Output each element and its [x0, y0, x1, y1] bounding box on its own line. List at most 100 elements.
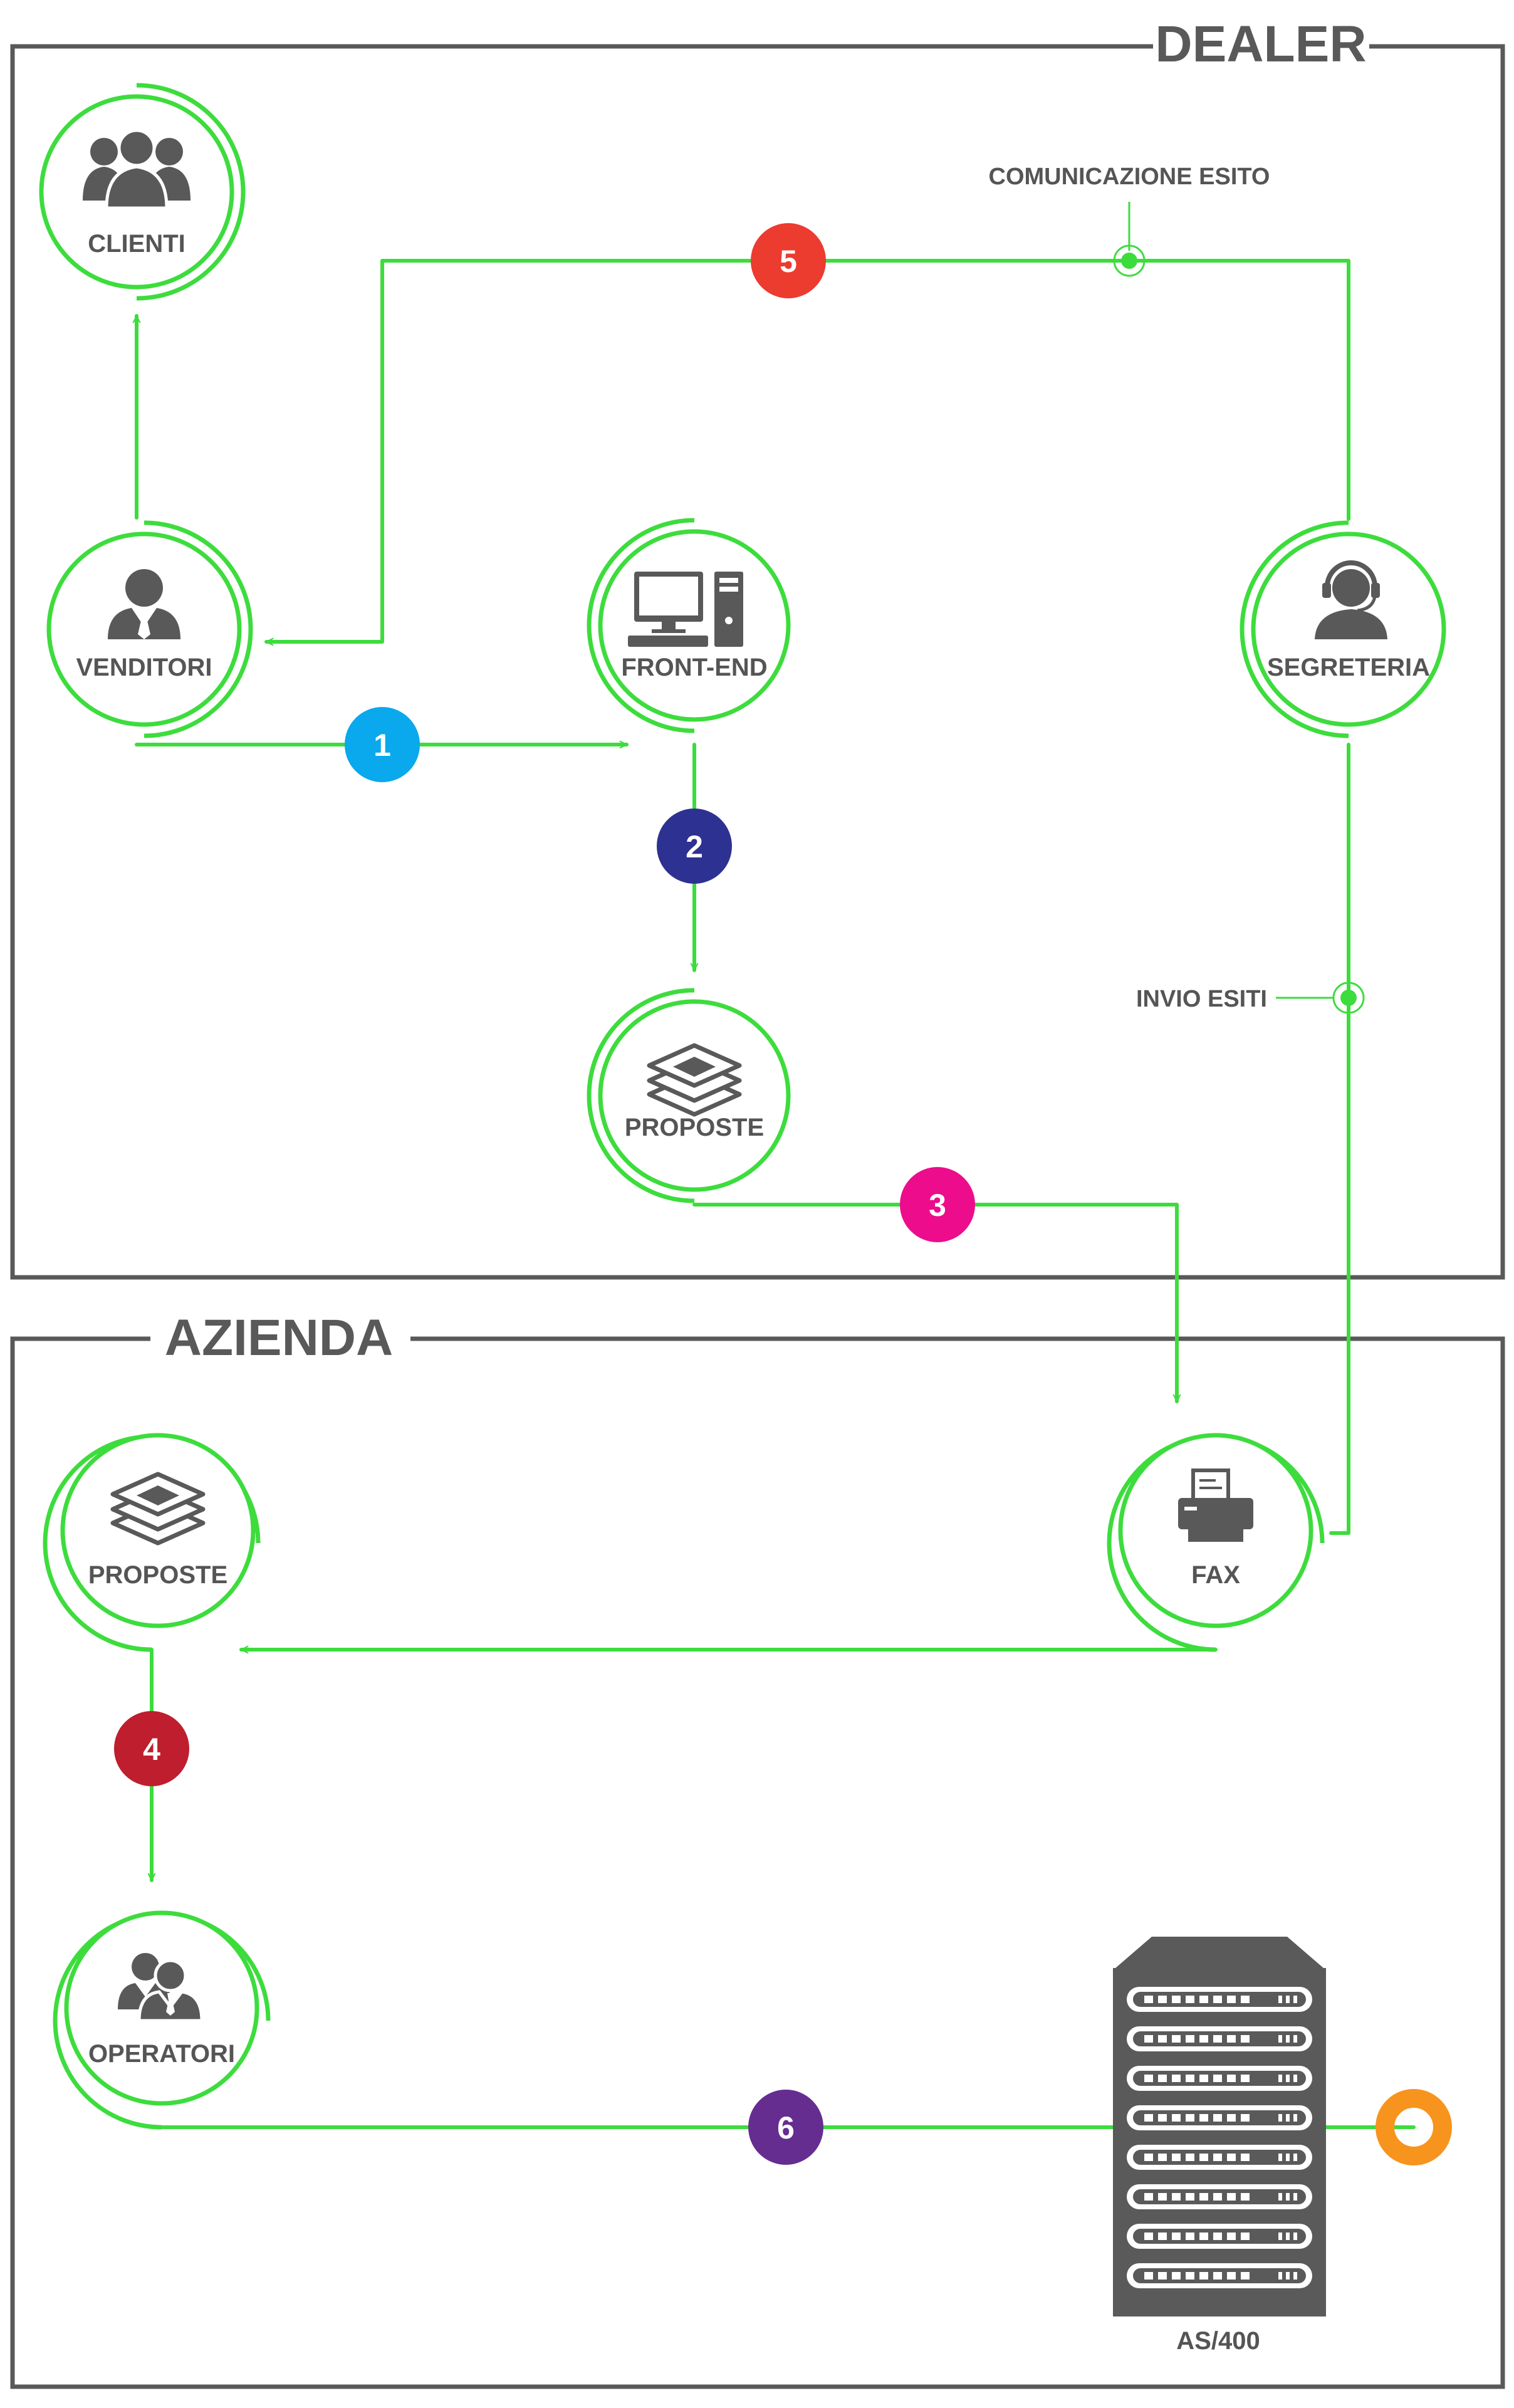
rack-vent	[1199, 2154, 1208, 2161]
rack-vent	[1186, 2035, 1194, 2043]
computer-icon	[628, 572, 743, 647]
node-clienti: CLIENTI	[39, 83, 246, 301]
rack-vent	[1158, 2114, 1167, 2122]
rack-vent	[1144, 2233, 1153, 2240]
as400-label: AS/400	[1176, 2327, 1260, 2355]
node-front-end: FRONT-END	[587, 518, 791, 733]
rack-vent	[1213, 2233, 1222, 2240]
rack-indicator	[1293, 1996, 1297, 2003]
rack-indicator	[1293, 2114, 1297, 2122]
rack-indicator	[1286, 2114, 1290, 2122]
rack-vent	[1186, 1996, 1194, 2003]
rack-vent	[1227, 2154, 1236, 2161]
rack-vent	[1186, 2154, 1194, 2161]
node-fax: FAX	[1107, 1433, 1325, 1652]
comunicazione-esito-label: COMUNICAZIONE ESITO	[989, 164, 1270, 190]
rack-vent	[1172, 2233, 1181, 2240]
rack-vent	[1241, 2114, 1250, 2122]
headset-operator-icon	[1315, 560, 1387, 639]
svg-text:2: 2	[686, 829, 703, 864]
svg-text:6: 6	[777, 2110, 795, 2145]
rack-vent	[1172, 2114, 1181, 2122]
rack-indicator	[1278, 1996, 1282, 2003]
businessman-icon	[108, 569, 180, 639]
step-badge-6: 6	[748, 2090, 823, 2165]
annotation-invio-esiti: INVIO ESITI	[1136, 982, 1365, 1014]
rack-vent	[1158, 2075, 1167, 2082]
azienda-section: AZIENDA	[10, 1309, 1505, 2389]
dealer-title: DEALER	[1155, 16, 1366, 73]
rack-vent	[1172, 2154, 1181, 2161]
rack-indicator	[1286, 2272, 1290, 2280]
rack-indicator	[1278, 2075, 1282, 2082]
rack-vent	[1227, 2233, 1236, 2240]
rack-indicator	[1293, 2272, 1297, 2280]
rack-vent	[1158, 1996, 1167, 2003]
rack-vent	[1241, 2233, 1250, 2240]
rack-vent	[1172, 1996, 1181, 2003]
rack-vent	[1241, 2154, 1250, 2161]
rack-vent	[1144, 2272, 1153, 2280]
rack-indicator	[1286, 2075, 1290, 2082]
rack-vent	[1199, 2114, 1208, 2122]
rack-vent	[1158, 2035, 1167, 2043]
rack-vent	[1186, 2114, 1194, 2122]
rack-vent	[1186, 2272, 1194, 2280]
rack-vent	[1213, 2154, 1222, 2161]
rack-vent	[1199, 1996, 1208, 2003]
rack-vent	[1199, 2233, 1208, 2240]
node-venditori: VENDITORI	[46, 520, 253, 738]
documents-stack-icon	[647, 1043, 742, 1117]
rack-vent	[1144, 2114, 1153, 2122]
endpoint-ring	[1376, 2089, 1452, 2165]
documents-stack-icon	[110, 1472, 206, 1546]
group-icon	[83, 128, 191, 210]
segreteria-label: SEGRETERIA	[1267, 654, 1430, 681]
rack-indicator	[1278, 2233, 1282, 2240]
rack-vent	[1241, 2075, 1250, 2082]
flow-invio-esiti	[1329, 743, 1350, 1535]
front-end-label: FRONT-END	[621, 654, 767, 681]
rack-indicator	[1278, 2154, 1282, 2161]
rack-vent	[1158, 2272, 1167, 2280]
rack-vent	[1144, 2193, 1153, 2201]
rack-indicator	[1286, 2233, 1290, 2240]
rack-vent	[1172, 2075, 1181, 2082]
step-badge-4: 4	[114, 1711, 189, 1786]
rack-indicator	[1293, 2154, 1297, 2161]
rack-vent	[1144, 2154, 1153, 2161]
venditori-label: VENDITORI	[76, 654, 212, 681]
svg-text:1: 1	[373, 728, 391, 763]
rack-vent	[1227, 1996, 1236, 2003]
rack-vent	[1199, 2272, 1208, 2280]
proposte-azienda-label: PROPOSTE	[88, 1561, 227, 1589]
rack-vent	[1199, 2035, 1208, 2043]
rack-vent	[1158, 2193, 1167, 2201]
node-as400: AS/400	[1113, 1937, 1326, 2355]
rack-vent	[1227, 2193, 1236, 2201]
rack-vent	[1186, 2075, 1194, 2082]
step-badge-3: 3	[900, 1167, 975, 1242]
dealer-section: DEALER	[10, 16, 1505, 1280]
rack-indicator	[1293, 2035, 1297, 2043]
rack-vent	[1213, 2075, 1222, 2082]
flow-step-5	[264, 259, 1350, 642]
rack-vent	[1241, 2272, 1250, 2280]
rack-vent	[1227, 2035, 1236, 2043]
rack-indicator	[1286, 2193, 1290, 2201]
rack-vent	[1144, 1996, 1153, 2003]
svg-text:5: 5	[780, 244, 797, 279]
rack-vent	[1227, 2075, 1236, 2082]
server-rack-icon	[1113, 1937, 1326, 2316]
azienda-title: AZIENDA	[165, 1309, 393, 1366]
rack-indicator	[1278, 2035, 1282, 2043]
rack-vent	[1241, 2035, 1250, 2043]
svg-text:3: 3	[929, 1188, 946, 1223]
rack-vent	[1241, 1996, 1250, 2003]
step-badges: 1 2 3 4 5 6	[114, 223, 975, 2165]
operatori-label: OPERATORI	[88, 2040, 235, 2068]
rack-indicator	[1293, 2193, 1297, 2201]
rack-indicator	[1278, 2193, 1282, 2201]
clienti-label: CLIENTI	[88, 230, 185, 258]
